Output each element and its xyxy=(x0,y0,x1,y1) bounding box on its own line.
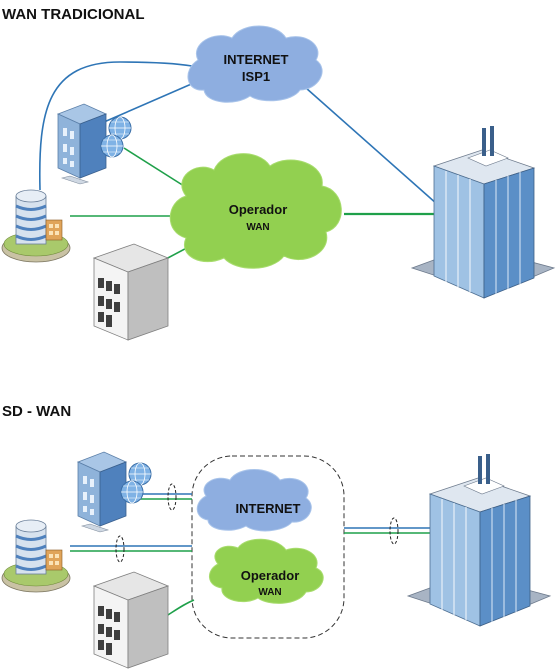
cloud-internet-bottom: INTERNET xyxy=(196,469,312,532)
section-title-traditional: WAN TRADICIONAL xyxy=(2,6,145,23)
data-center-icon xyxy=(93,243,169,341)
cloud-operator-wan-bottom: Operador WAN xyxy=(209,538,324,604)
cloud-isp-label: ISP1 xyxy=(242,69,270,84)
tunnel-markers xyxy=(115,483,399,563)
cloud-icon xyxy=(196,469,312,532)
links-traditional xyxy=(38,61,447,261)
section-title-sdwan: SD - WAN xyxy=(2,403,71,420)
cloud-operator-wan-top: Operador WAN xyxy=(169,153,342,269)
cloud-wan-bottom-label: WAN xyxy=(258,587,281,598)
cloud-operator-bottom-label: Operador xyxy=(241,568,300,583)
branch-office-icon xyxy=(0,188,72,264)
cloud-internet-bottom-label: INTERNET xyxy=(236,501,301,516)
office-building-icon xyxy=(57,103,132,185)
sdwan-boundary xyxy=(191,455,345,639)
cloud-internet-label: INTERNET xyxy=(224,52,289,67)
cloud-operator-label: Operador xyxy=(229,202,288,217)
office-building-icon xyxy=(77,451,152,533)
tunnel-hq xyxy=(389,517,399,545)
link-internet-hq xyxy=(305,87,447,213)
headquarters-icon xyxy=(407,453,551,627)
data-center-icon xyxy=(93,571,169,669)
cloud-internet-isp1: INTERNET ISP1 xyxy=(187,25,323,103)
headquarters-icon xyxy=(411,125,555,299)
link-office-internet xyxy=(103,81,197,123)
tunnel-office xyxy=(167,483,177,511)
cloud-icon xyxy=(209,538,324,604)
cloud-icon xyxy=(169,153,342,269)
cloud-icon xyxy=(187,25,323,103)
link-office-operator xyxy=(123,147,185,187)
branch-office-icon xyxy=(0,518,72,594)
cloud-wan-label: WAN xyxy=(246,222,269,233)
link-branch-internet xyxy=(38,61,193,191)
tunnel-branch xyxy=(115,535,125,563)
